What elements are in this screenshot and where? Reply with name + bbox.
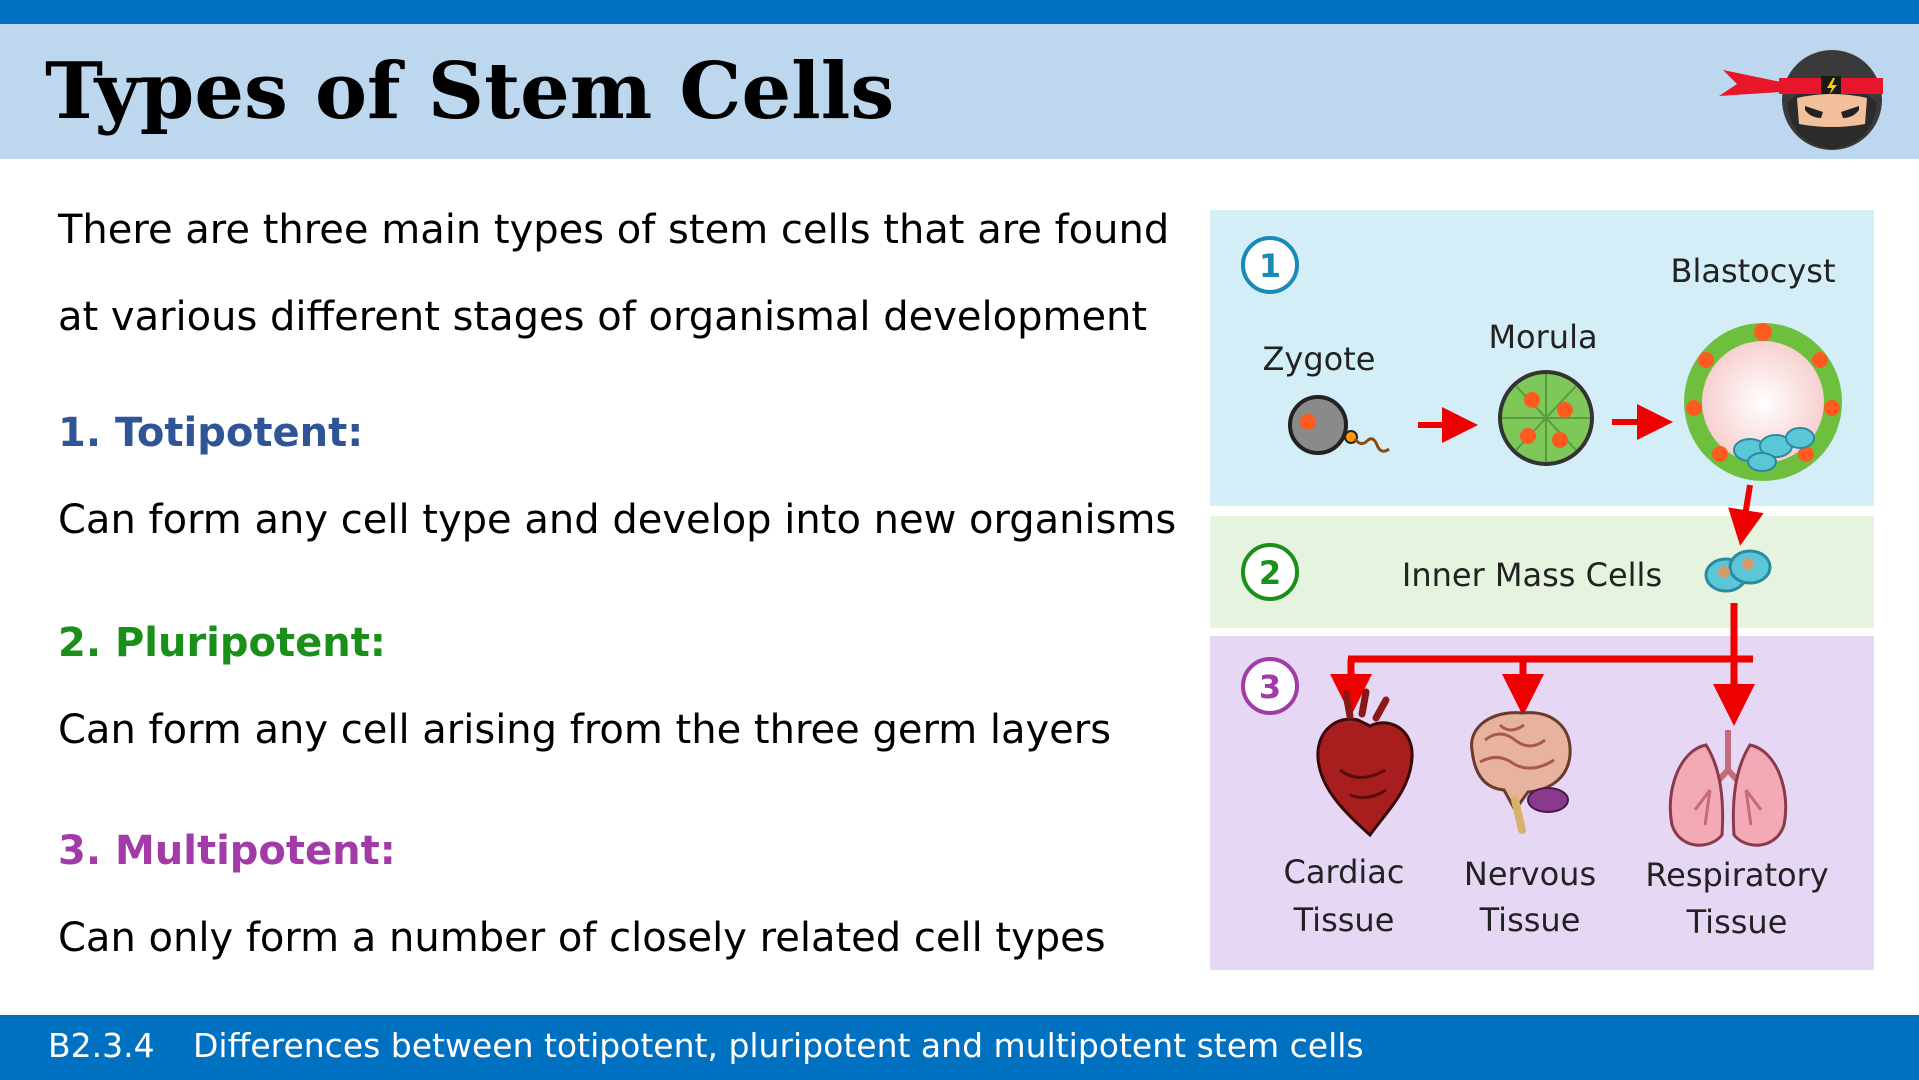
inner-mass-cells-icon: [1704, 549, 1772, 593]
cardiac-label-line1: Cardiac: [1284, 853, 1405, 891]
pluripotent-heading: 2. Pluripotent:: [58, 620, 386, 666]
zygote-icon: [1288, 395, 1390, 455]
multipotent-heading: 3. Multipotent:: [58, 828, 396, 874]
nervous-label-line1: Nervous: [1464, 855, 1596, 893]
top-accent-bar: [0, 0, 1919, 24]
nervous-label-line2: Tissue: [1479, 901, 1581, 939]
respiratory-label-line2: Tissue: [1686, 903, 1788, 941]
blastocyst-to-inner-mass-arrow: [1728, 484, 1764, 546]
morula-icon: [1498, 370, 1594, 466]
footer-text: Differences between totipotent, pluripot…: [193, 1026, 1364, 1065]
stage-3-badge: 3: [1241, 657, 1299, 715]
heart-icon: [1316, 688, 1414, 838]
totipotent-description: Can form any cell type and develop into …: [58, 497, 1177, 543]
inner-mass-label: Inner Mass Cells: [1402, 556, 1662, 594]
cardiac-label-line2: Tissue: [1293, 901, 1395, 939]
stage-2-badge: 2: [1241, 543, 1299, 601]
totipotent-heading: 1. Totipotent:: [58, 410, 364, 456]
respiratory-label-line1: Respiratory: [1645, 856, 1828, 894]
blastocyst-icon: [1684, 323, 1842, 481]
blastocyst-label: Blastocyst: [1671, 252, 1836, 290]
stage-1-badge: 1: [1241, 236, 1299, 294]
ninja-mascot-icon: [1719, 50, 1883, 150]
brain-icon: [1470, 711, 1572, 834]
zygote-label: Zygote: [1263, 340, 1376, 378]
footer-code: B2.3.4: [48, 1026, 155, 1065]
intro-line-2: at various different stages of organisma…: [58, 294, 1148, 340]
morula-label: Morula: [1488, 318, 1597, 356]
svg-text:2: 2: [1259, 554, 1281, 592]
svg-text:3: 3: [1259, 668, 1281, 706]
lungs-icon: [1668, 730, 1788, 847]
multipotent-description: Can only form a number of closely relate…: [58, 915, 1106, 961]
intro-text: There are three main types of stem cells…: [58, 187, 1169, 361]
page-title: Types of Stem Cells: [45, 46, 895, 137]
title-bar: [0, 24, 1919, 159]
stem-cell-diagram: 1 2 3 Zygote Morula Blastocyst Inner Mas…: [1210, 210, 1874, 970]
svg-text:1: 1: [1259, 247, 1281, 285]
footer-bar: [0, 1015, 1919, 1080]
pluripotent-description: Can form any cell arising from the three…: [58, 707, 1112, 753]
intro-line-1: There are three main types of stem cells…: [58, 207, 1170, 253]
